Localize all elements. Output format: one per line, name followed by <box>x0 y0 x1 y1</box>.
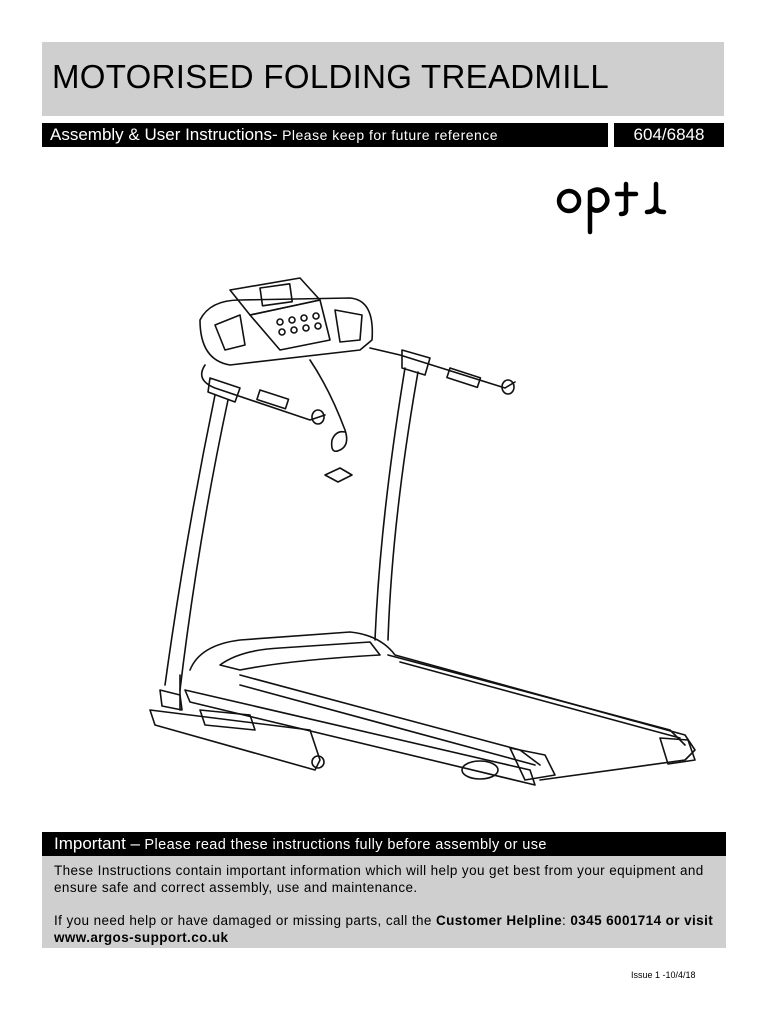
subtitle-banner: Assembly & User Instructions- Please kee… <box>42 123 608 147</box>
important-text: Important – Please read these instructio… <box>54 834 547 854</box>
treadmill-illustration <box>149 277 696 786</box>
support-website: or visit www.argos-support.co.uk <box>54 913 714 945</box>
help-prefix: If you need help or have damaged or miss… <box>54 913 436 928</box>
issue-label: Issue 1 -10/4/18 <box>631 970 696 980</box>
opti-logo-icon <box>556 181 667 235</box>
document-title: MOTORISED FOLDING TREADMILL <box>52 58 609 95</box>
product-code: 604/6848 <box>614 123 724 147</box>
info-paragraph-2: If you need help or have damaged or miss… <box>54 912 719 946</box>
important-lead: Important – <box>54 834 140 853</box>
info-box: These Instructions contain important inf… <box>42 856 726 948</box>
title-banner: MOTORISED FOLDING TREADMILL <box>42 42 724 116</box>
important-rest: Please read these instructions fully bef… <box>140 837 547 853</box>
important-banner: Important – Please read these instructio… <box>42 832 726 856</box>
subtitle-strong: Assembly & User Instructions- <box>50 125 278 144</box>
subtitle-text: Assembly & User Instructions- Please kee… <box>50 125 498 145</box>
helpline-colon: : <box>562 913 571 928</box>
subtitle-light: Please keep for future reference <box>277 127 499 143</box>
helpline-phone: 0345 6001714 <box>570 913 662 928</box>
helpline-label: Customer Helpline <box>435 913 563 928</box>
info-paragraph-1: These Instructions contain important inf… <box>54 863 704 895</box>
